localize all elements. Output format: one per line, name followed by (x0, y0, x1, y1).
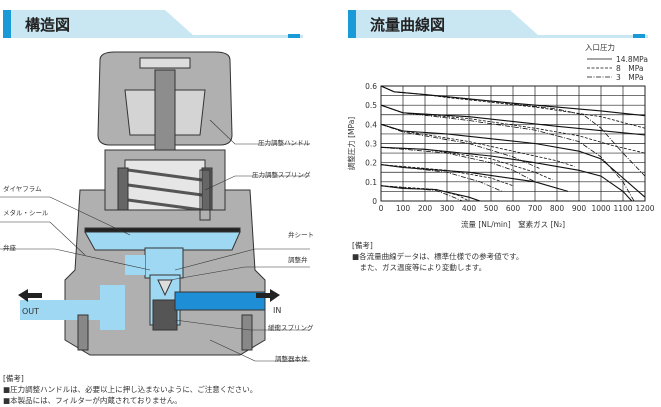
note-item: ■圧力調整ハンドルは、必要以上に押し込まないように、ご注意ください。 (3, 385, 258, 394)
curve-0.4-8MPa (380, 123, 575, 167)
section-header-flow: 流量曲線図 (348, 10, 648, 38)
note-item: ■各流量曲線データは、標準仕様での参考値です。 (352, 252, 524, 261)
label-seat: 弁シート (288, 231, 314, 239)
section-header-structure: 構造図 (3, 10, 303, 38)
notes-flow: [備考] ■各流量曲線データは、標準仕様での参考値です。 また、ガス温度等により… (352, 240, 523, 273)
curve-0.2-8MPa (380, 164, 514, 187)
x-axis-label: 流量 [NL/min] 窒素ガス [N₂] (461, 219, 565, 229)
label-valve: 調整弁 (288, 256, 308, 264)
label-valve-seat: 弁座 (3, 244, 16, 252)
x-tick-label: 900 (572, 204, 587, 213)
x-tick-label: 1100 (613, 204, 632, 213)
curve-0.1-3MPa (380, 185, 463, 202)
label-body: 調整器本体 (275, 355, 308, 363)
label-spring: 圧力調整スプリング (252, 171, 311, 179)
curve-0.3-8MPa (380, 146, 553, 181)
note-item: また、ガス温度等により変動します。 (352, 263, 487, 272)
curve-0.4-14.8MPa (380, 123, 646, 198)
label-metal-seal: メタル・シール (3, 209, 49, 217)
curve-0.2-14.8MPa (380, 164, 569, 192)
regulator-cross-section-diagram (0, 51, 310, 362)
notes-heading: [備考] (352, 241, 373, 250)
out-arrow-icon (18, 289, 42, 302)
curve-0.5-8MPa (380, 104, 646, 154)
x-tick-label: 700 (528, 204, 543, 213)
curve-0.5-3MPa (380, 104, 635, 202)
curve-0.6-8MPa (380, 85, 646, 129)
legend-label: 3 MPa (616, 73, 644, 82)
curve-0.3-14.8MPa (380, 146, 633, 202)
x-tick-label: 500 (484, 204, 499, 213)
x-tick-label: 600 (506, 204, 521, 213)
y-tick-label: 0.6 (365, 82, 377, 91)
label-in: IN (273, 306, 282, 315)
in-arrow-icon (256, 289, 280, 302)
curve-0.6-3MPa (380, 85, 646, 177)
notes-heading: [備考] (3, 374, 24, 383)
section-title: 流量曲線図 (370, 16, 446, 34)
y-tick-label: 0 (372, 197, 377, 206)
x-tick-label: 800 (550, 204, 565, 213)
curve-0.3-3MPa (380, 146, 536, 183)
label-diaphragm: ダイヤフラム (3, 185, 42, 193)
x-tick-label: 0 (379, 204, 384, 213)
note-item: ■本製品には、フィルターが内蔵されておりません。 (3, 396, 182, 405)
y-tick-label: 0.3 (365, 140, 377, 149)
x-tick-label: 1000 (591, 204, 610, 213)
notes-structure: [備考] ■圧力調整ハンドルは、必要以上に押し込まないように、ご注意ください。 … (3, 373, 257, 406)
y-tick-label: 0.4 (365, 120, 377, 129)
x-tick-label: 300 (440, 204, 455, 213)
x-tick-label: 200 (418, 204, 433, 213)
legend-label: 8 MPa (616, 64, 644, 73)
y-axis-label: 調整圧力 [MPa] (346, 117, 356, 171)
curve-0.1-8MPa (380, 185, 470, 202)
x-tick-label: 100 (396, 204, 411, 213)
section-title: 構造図 (25, 16, 71, 34)
legend-title: 入口圧力 (585, 42, 615, 52)
label-buffer-spring: 緩衝スプリング (268, 324, 314, 332)
y-tick-label: 0.5 (365, 101, 377, 110)
y-tick-label: 0.2 (365, 159, 377, 168)
label-handle: 圧力調整ハンドル (258, 139, 310, 147)
x-tick-label: 400 (462, 204, 477, 213)
y-tick-label: 0.1 (365, 178, 377, 187)
legend-label: 14.8MPa (616, 55, 648, 64)
x-tick-label: 1200 (635, 204, 654, 213)
curve-0.2-3MPa (380, 164, 503, 192)
label-out: OUT (22, 307, 40, 316)
